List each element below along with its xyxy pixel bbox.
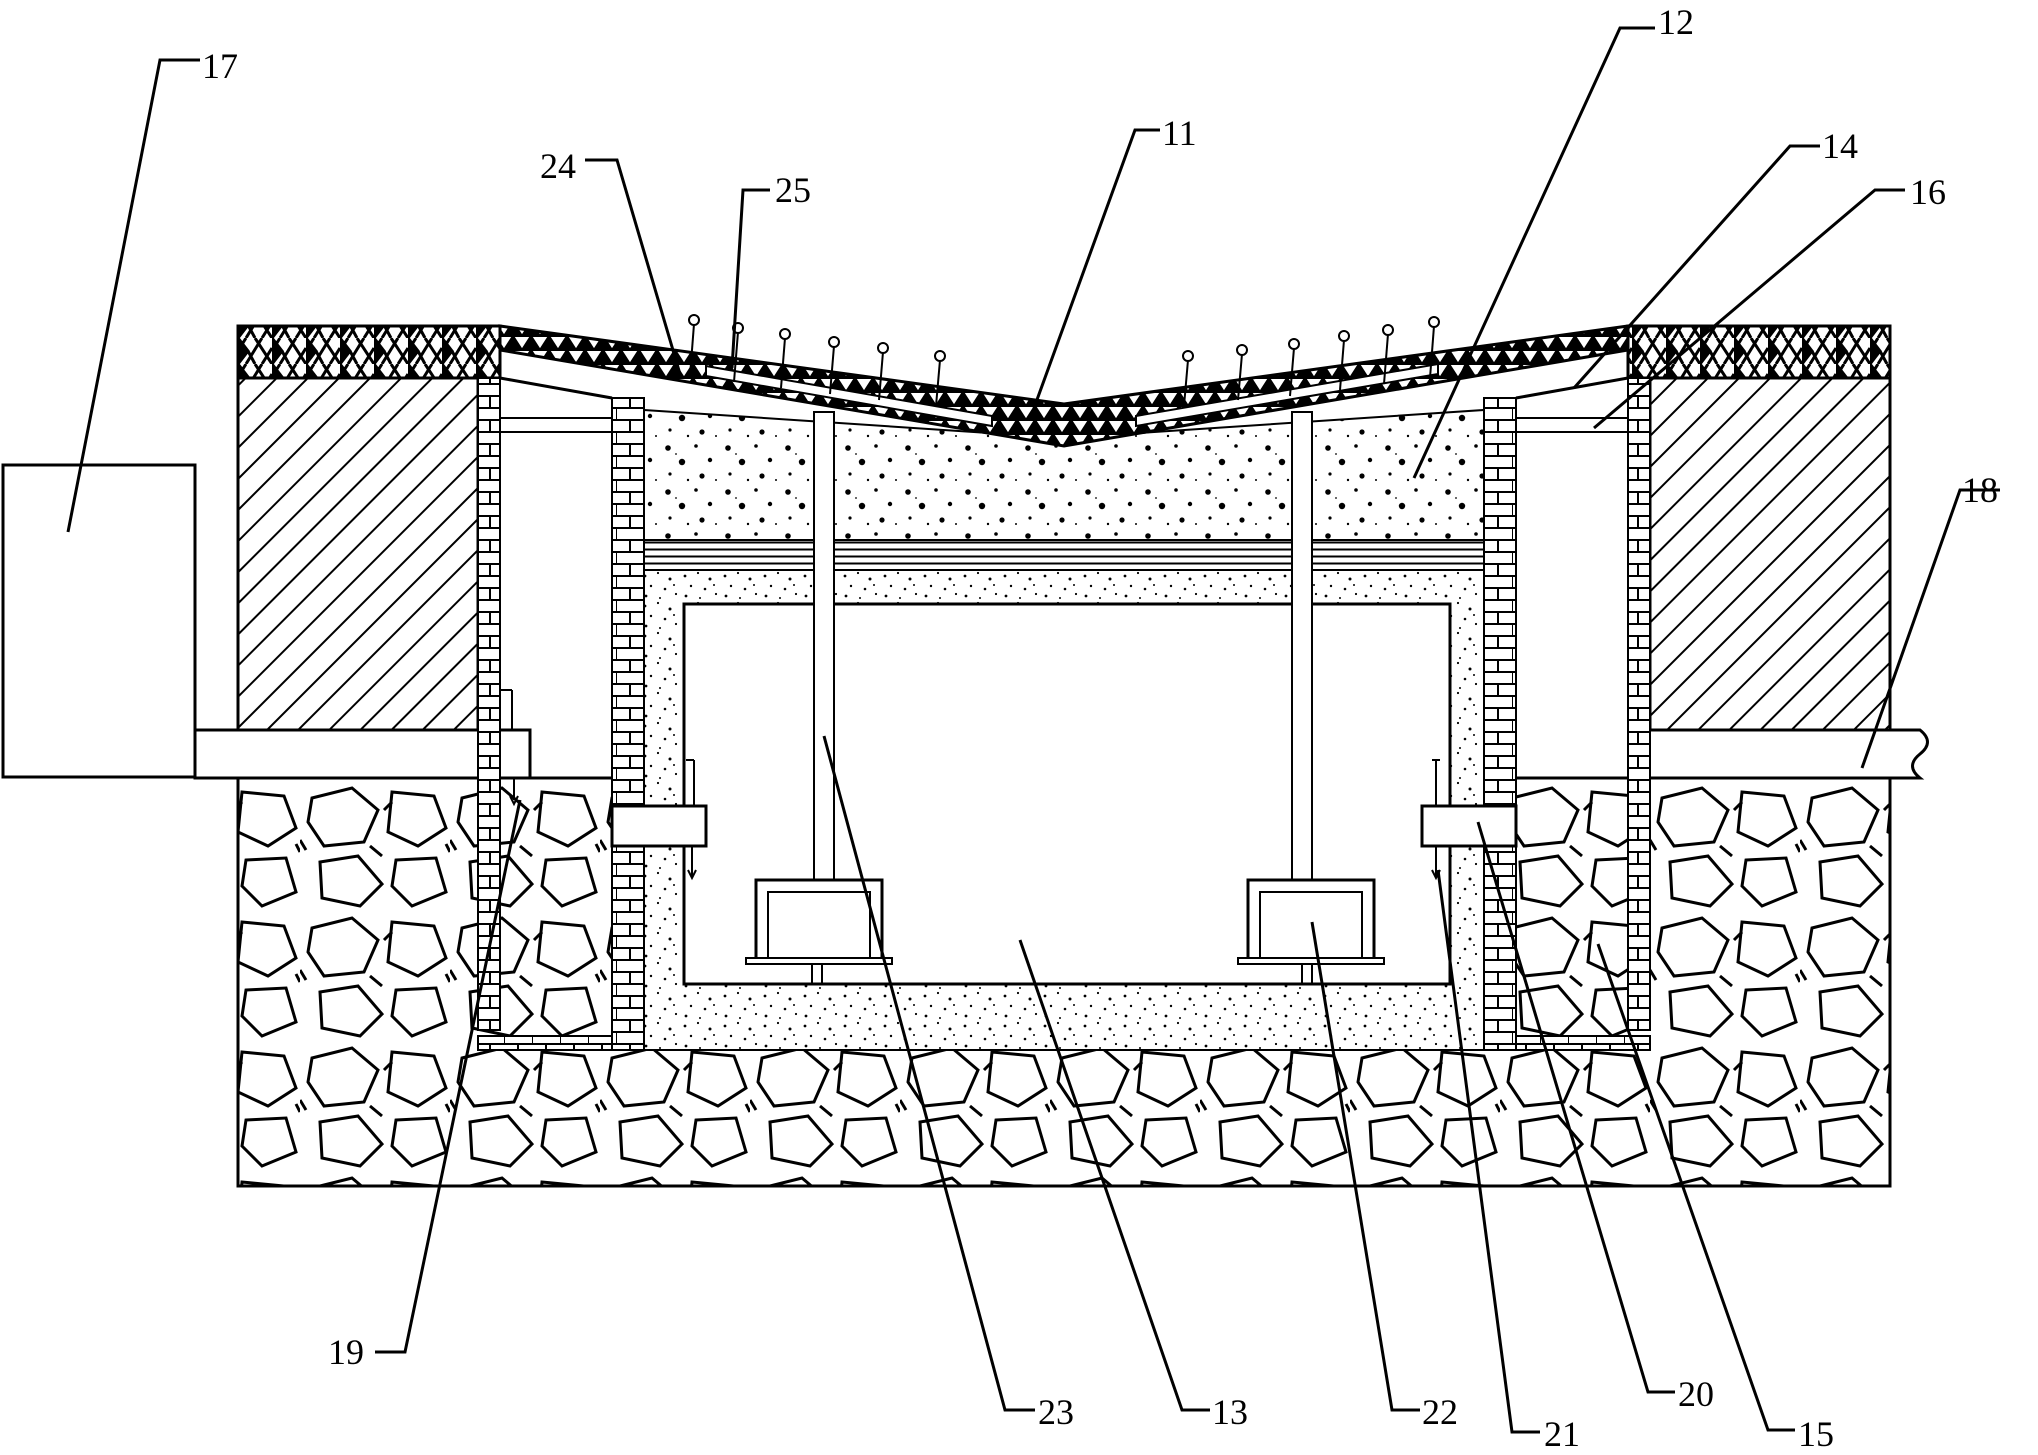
left-inner-brick-wall bbox=[611, 397, 645, 807]
label-21: 21 bbox=[1544, 1414, 1580, 1454]
roof-inner-edge-right bbox=[1515, 376, 1629, 400]
right-outer-brick-wall bbox=[1627, 377, 1651, 1031]
left-inner-brick-wall-lower bbox=[611, 845, 645, 1051]
left-pillar bbox=[236, 376, 480, 732]
label-13: 13 bbox=[1212, 1392, 1248, 1432]
leader-lines bbox=[66, 26, 2000, 1434]
reference-labels: 17 24 25 11 12 14 16 18 19 23 13 22 21 2… bbox=[202, 2, 1998, 1454]
roof-inner-edge bbox=[499, 376, 613, 400]
left-gallery-strut bbox=[499, 417, 613, 433]
right-lift-rod bbox=[1291, 411, 1313, 881]
label-19: 19 bbox=[328, 1332, 364, 1372]
inlet-pipe bbox=[193, 728, 532, 780]
control-box bbox=[1, 463, 197, 779]
right-inner-brick-wall bbox=[1483, 397, 1517, 807]
right-tray bbox=[1237, 878, 1385, 984]
right-side-duct bbox=[1420, 804, 1518, 848]
left-drain-board bbox=[705, 364, 993, 428]
right-gallery-strut bbox=[1515, 417, 1629, 433]
plant-pins bbox=[688, 314, 1440, 407]
left-top-cap bbox=[236, 324, 502, 380]
right-pillar bbox=[1648, 376, 1892, 732]
left-lift-rod bbox=[813, 411, 835, 881]
label-23: 23 bbox=[1038, 1392, 1074, 1432]
left-outer-brick-wall bbox=[477, 377, 501, 1031]
label-15: 15 bbox=[1798, 1414, 1834, 1454]
label-22: 22 bbox=[1422, 1392, 1458, 1432]
outlet-pipe bbox=[1628, 728, 1929, 780]
left-tray bbox=[745, 878, 893, 984]
label-16: 16 bbox=[1910, 172, 1946, 212]
label-25: 25 bbox=[775, 170, 811, 210]
label-12: 12 bbox=[1658, 2, 1694, 42]
right-inner-brick-wall-lower bbox=[1483, 845, 1517, 1051]
right-drain-board bbox=[1135, 362, 1439, 428]
left-dropper bbox=[686, 759, 697, 881]
left-side-duct bbox=[610, 804, 708, 848]
label-18: 18 bbox=[1962, 470, 1998, 510]
label-17: 17 bbox=[202, 46, 238, 86]
label-24: 24 bbox=[540, 146, 576, 186]
outer-dropper bbox=[500, 689, 519, 807]
roof-membrane bbox=[498, 324, 1630, 448]
label-14: 14 bbox=[1822, 126, 1858, 166]
filter-layer bbox=[643, 539, 1485, 571]
label-11: 11 bbox=[1162, 113, 1197, 153]
right-top-cap bbox=[1626, 324, 1892, 380]
label-20: 20 bbox=[1678, 1374, 1714, 1414]
